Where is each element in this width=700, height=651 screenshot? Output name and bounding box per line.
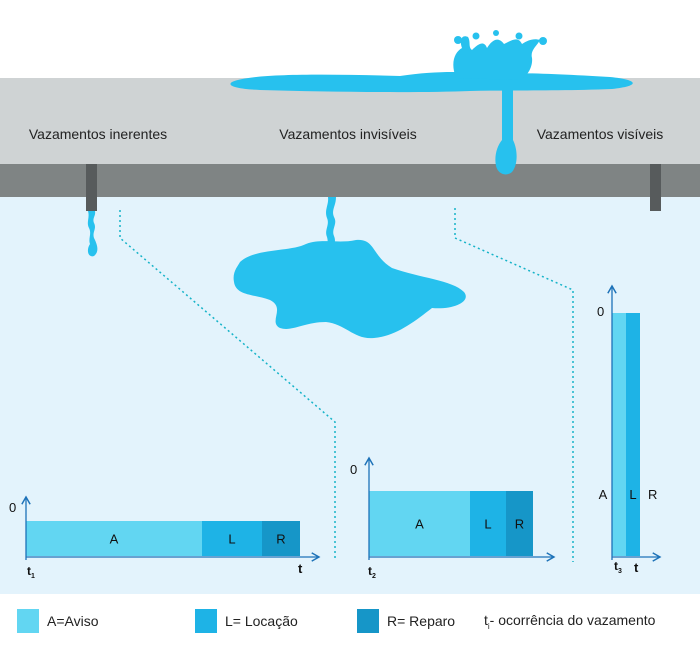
legend-reparo: R= Reparo	[357, 606, 455, 636]
chart-inherent-bar-label-reparo: R	[276, 532, 285, 547]
chart-inherent-bar-label-aviso: A	[110, 532, 119, 547]
chart-invisible: A L R 0 t2	[350, 456, 556, 580]
chart-inherent-bar-reparo	[262, 521, 300, 556]
chart-visible: A L 0 R t3 t	[597, 284, 662, 575]
guide-line-visible	[454, 208, 574, 562]
chart-inherent-bar-label-locacao: L	[228, 532, 235, 547]
splash-drop	[539, 37, 547, 45]
legend-aviso: A=Aviso	[17, 606, 99, 636]
chart-visible-origin-label: 0	[597, 304, 604, 319]
chart-invisible-bar-label-aviso: A	[415, 517, 424, 532]
chart-inherent-end-label: t	[298, 561, 303, 576]
pipe-joint-left	[86, 164, 97, 211]
label-invisible: Vazamentos invisíveis	[279, 126, 416, 142]
chart-invisible-bar-reparo	[506, 491, 533, 556]
chart-visible-r-label: R	[648, 487, 657, 502]
chart-invisible-origin-label: 0	[350, 462, 357, 477]
legend-aviso-swatch	[17, 609, 39, 633]
inherent-leak-drip	[87, 211, 98, 257]
chart-inherent-origin-label: 0	[9, 500, 16, 515]
label-inherent: Vazamentos inerentes	[29, 126, 167, 142]
visible-leak-stream	[495, 86, 517, 175]
legend-locacao-swatch	[195, 609, 217, 633]
visible-leak-puddle	[230, 72, 633, 93]
chart-inherent: A L R 0 t1 t	[9, 495, 321, 580]
chart-visible-end-label: t	[634, 560, 639, 575]
splash-drop	[472, 32, 480, 40]
legend-reparo-text: R= Reparo	[387, 613, 456, 629]
invisible-leak-puddle	[233, 239, 466, 339]
chart-invisible-bar-locacao	[470, 491, 506, 556]
chart-invisible-bar-label-reparo: R	[515, 517, 524, 532]
legend-locacao: L= Locação	[195, 606, 298, 636]
label-visible: Vazamentos visíveis	[537, 126, 664, 142]
ground-surface	[0, 78, 700, 164]
chart-inherent-t1-label: t1	[27, 564, 35, 580]
legend-occurrence-text: ti- ocorrência do vazamento	[484, 611, 656, 631]
chart-visible-bar-label-aviso: A	[599, 487, 608, 502]
legend-occurrence: ti- ocorrência do vazamento	[484, 606, 655, 636]
chart-visible-t3-label: t3	[614, 559, 622, 575]
legend-reparo-swatch	[357, 609, 379, 633]
splash-drop	[493, 30, 499, 36]
chart-inherent-bar-aviso	[26, 521, 202, 556]
legend-aviso-text: A=Aviso	[47, 613, 99, 629]
chart-visible-bar-aviso	[612, 313, 626, 556]
chart-visible-bar-locacao	[626, 313, 640, 556]
pipe	[0, 164, 700, 197]
chart-visible-bar-label-locacao: L	[629, 487, 636, 502]
splash-drop	[454, 36, 462, 44]
chart-inherent-bar-locacao	[202, 521, 262, 556]
chart-invisible-t2-label: t2	[368, 564, 376, 580]
chart-invisible-bar-label-locacao: L	[484, 517, 491, 532]
visible-leak-splash	[453, 36, 540, 80]
splash-drop	[515, 32, 523, 40]
legend-locacao-text: L= Locação	[225, 613, 298, 629]
pipe-joint-right	[650, 164, 661, 211]
chart-invisible-bar-aviso	[369, 491, 470, 556]
